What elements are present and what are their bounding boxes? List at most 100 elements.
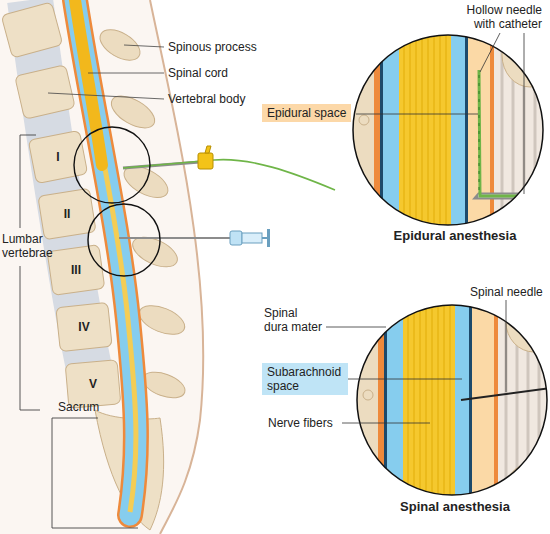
ligament-stripe (534, 30, 537, 230)
highlight-box: Subarachnoid space (262, 363, 348, 395)
fiber-line (422, 30, 423, 230)
bracket (52, 418, 138, 528)
fiber-line (444, 300, 445, 500)
csf-band (383, 30, 399, 230)
bone-texture (360, 341, 368, 349)
nerve-fibers (399, 30, 451, 230)
fiber-line (408, 300, 409, 500)
fiber-line (414, 300, 415, 500)
needle-hub (230, 231, 242, 245)
detail-circle (357, 305, 547, 495)
vertebral-body (1, 2, 63, 58)
detail-circle (353, 35, 543, 225)
lamina-bone (502, 23, 550, 87)
epidural-band (472, 300, 494, 500)
ligament-line (494, 300, 498, 500)
fiber-line (426, 300, 427, 500)
part-label: Vertebral body (168, 92, 245, 106)
catheter (479, 70, 546, 196)
part-label: Sacrum (58, 400, 99, 414)
spinous-process (135, 300, 188, 340)
vertebra-number: III (71, 263, 81, 277)
vertebra-number: IV (78, 320, 89, 334)
bone-texture (360, 446, 368, 454)
lamina-bone (506, 462, 550, 514)
epidural-fat (374, 30, 380, 230)
part-label: Spinous process (168, 40, 257, 54)
fiber-line (410, 30, 411, 230)
body-region (0, 0, 203, 534)
vertebral-body (28, 130, 87, 183)
dura-line (380, 30, 383, 230)
ligament (494, 30, 546, 230)
catheter-marks (479, 70, 480, 190)
box-text: Epidural space (267, 106, 346, 120)
fiber-line (446, 30, 447, 230)
dura-line (384, 300, 387, 500)
fiber-line (438, 300, 439, 500)
fiber-line (416, 30, 417, 230)
nerve-fibers (403, 300, 455, 500)
inset-caption: Spinal anesthesia (400, 500, 510, 514)
box-text: Subarachnoid space (267, 365, 343, 393)
ligament-stripe (523, 30, 526, 230)
dura-mater (75, 0, 136, 515)
bone-texture (359, 115, 369, 125)
leader-line (480, 33, 500, 72)
bone-texture (356, 66, 364, 74)
leader-line (506, 300, 507, 392)
ligament-stripe (538, 300, 541, 500)
leader-line (524, 33, 525, 194)
fiber-line (434, 30, 435, 230)
zoom-circle (74, 127, 150, 203)
vertebral-body (56, 302, 112, 351)
leader-line (356, 114, 478, 115)
spinal-cord (75, 0, 102, 165)
group-label: Lumbar vertebrae (2, 232, 58, 260)
vertebra-number: I (56, 150, 59, 164)
spinal-detail (354, 292, 550, 514)
fiber-line (450, 300, 451, 500)
leader-line (48, 93, 164, 99)
epidural-detail (350, 23, 550, 248)
part-label: Nerve fibers (268, 416, 333, 430)
zoom-circle (88, 204, 160, 276)
part-label: Spinal needle (470, 285, 543, 299)
highlight-box: Epidural space (262, 104, 351, 122)
fiber-line (432, 300, 433, 500)
vertebra-number: V (89, 377, 97, 391)
part-label: Hollow needle with catheter (450, 3, 542, 31)
part-label: Spinal dura mater (264, 306, 324, 334)
syringe-barrel (242, 233, 262, 243)
needle-bevel (472, 193, 478, 200)
leader-line (88, 73, 164, 74)
fiber-line (404, 30, 405, 230)
bone-texture (363, 390, 373, 400)
inset-caption: Epidural anesthesia (394, 229, 517, 243)
bracket (20, 266, 40, 410)
vertebral-body (15, 65, 76, 120)
fiber-line (420, 300, 421, 500)
leader-line (124, 45, 164, 47)
epidural-fat (378, 300, 384, 500)
fiber-line (440, 30, 441, 230)
vertebral-body (47, 245, 105, 296)
leader-line (342, 423, 430, 424)
needle-wing (205, 146, 211, 153)
spinal-needle (119, 237, 232, 239)
catheter (123, 160, 335, 190)
part-label: Spinal cord (168, 66, 228, 80)
bracket (20, 135, 36, 228)
cauda-equina (75, 0, 136, 512)
ligament-line (490, 30, 494, 230)
ligament (498, 300, 550, 500)
ligament-stripe (527, 300, 530, 500)
subarachnoid-space (75, 0, 136, 515)
dura-line (465, 30, 468, 230)
vertebral-body (38, 188, 96, 240)
vertebra-number: II (64, 207, 71, 221)
csf-band (387, 300, 403, 500)
needle-hub (198, 153, 213, 169)
